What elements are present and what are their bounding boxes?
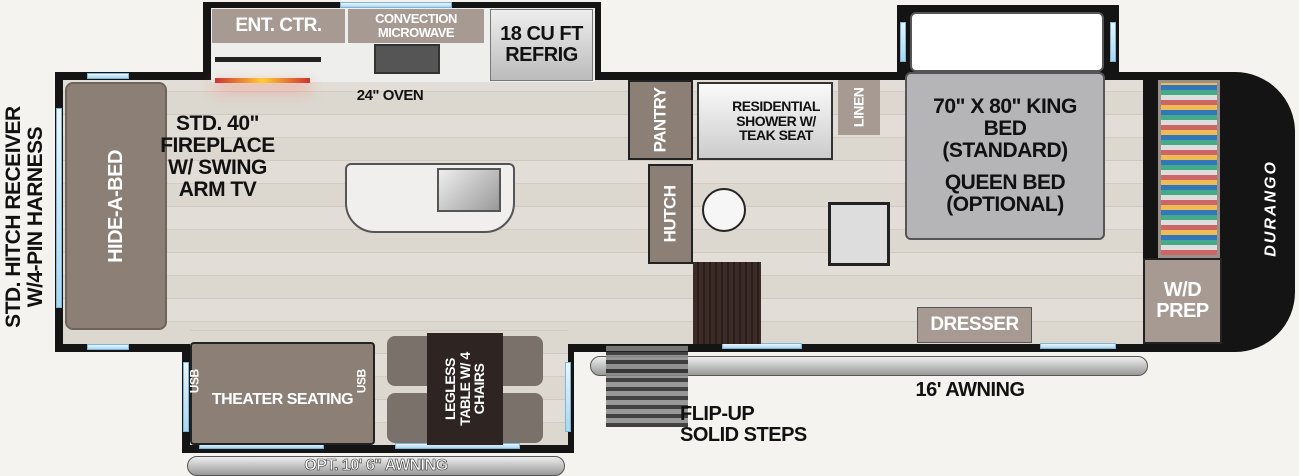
hitch-label: STD. HITCH RECEIVER W/4-PIN HARNESS [1, 92, 47, 342]
window [56, 108, 62, 308]
optional-awning-label: OPT. 10' 6" AWNING [304, 456, 448, 474]
window [87, 73, 129, 79]
theater-seating[interactable] [190, 342, 375, 445]
legless-table: LEGLESS TABLE W/ 4 CHAIRS [427, 333, 503, 445]
table-label: LEGLESS TABLE W/ 4 CHAIRS [441, 352, 488, 426]
linen-closet: LINEN [838, 80, 880, 135]
shower-label: RESIDENTIAL SHOWER W/ TEAK SEAT [732, 97, 820, 144]
steps-label: FLIP-UP SOLID STEPS [680, 403, 807, 446]
linen-label: LINEN [850, 87, 867, 128]
vanity-sink [828, 202, 890, 266]
entertainment-center: ENT. CTR. [212, 9, 345, 43]
residential-shower: RESIDENTIAL SHOWER W/ TEAK SEAT [697, 82, 833, 160]
toilet-icon [702, 188, 746, 232]
window [183, 362, 189, 432]
entry-steps [693, 262, 761, 344]
wd-prep: W/D PREP [1143, 258, 1222, 344]
window [340, 2, 452, 8]
dresser: DRESSER [917, 307, 1032, 343]
durango-logo: DURANGO [1262, 160, 1280, 257]
hide-a-bed-sofa[interactable]: HIDE-A-BED [65, 82, 167, 330]
ent-ctr-label: ENT. CTR. [235, 15, 322, 37]
tv-icon [215, 57, 321, 62]
window [1040, 343, 1116, 349]
convection-microwave: CONVECTION MICROWAVE [348, 9, 484, 43]
window [87, 344, 129, 350]
hutch-label: HUTCH [660, 185, 680, 243]
microwave-label: CONVECTION MICROWAVE [375, 11, 457, 40]
window [1110, 22, 1116, 62]
oven-label: 24" OVEN [356, 87, 424, 104]
window [900, 22, 906, 62]
refrig-label: 18 CU FT REFRIG [500, 23, 583, 66]
cooktop-icon [374, 44, 440, 74]
king-bed-label: 70" X 80" KING BED (STANDARD) [933, 94, 1077, 162]
king-bed[interactable]: 70" X 80" KING BED (STANDARD) QUEEN BED … [905, 72, 1105, 240]
awning-16ft [590, 356, 1148, 376]
queen-bed-label: QUEEN BED (OPTIONAL) [944, 171, 1066, 217]
window [722, 343, 802, 349]
flip-up-steps [606, 345, 688, 427]
pillows [910, 12, 1104, 72]
fireplace-icon [215, 78, 310, 83]
dresser-label: DRESSER [930, 314, 1019, 336]
wd-prep-label: W/D PREP [1156, 279, 1209, 322]
sink-icon [437, 168, 501, 212]
awning-16ft-label: 16' AWNING [915, 379, 1025, 401]
wardrobe [1158, 80, 1220, 258]
hitch-line-1: STD. HITCH RECEIVER [1, 106, 25, 328]
refrigerator: 18 CU FT REFRIG [490, 9, 593, 81]
fireplace-label: STD. 40" FIREPLACE W/ SWING ARM TV [160, 112, 275, 202]
optional-awning: OPT. 10' 6" AWNING [187, 456, 565, 476]
pantry-label: PANTRY [650, 87, 670, 153]
hitch-line-2: W/4-PIN HARNESS [24, 126, 47, 308]
theater-seating-label: THEATER SEATING [211, 391, 354, 408]
hide-a-bed-label: HIDE-A-BED [104, 149, 127, 263]
window [565, 362, 571, 432]
pantry: PANTRY [628, 80, 693, 160]
hutch: HUTCH [648, 164, 693, 264]
